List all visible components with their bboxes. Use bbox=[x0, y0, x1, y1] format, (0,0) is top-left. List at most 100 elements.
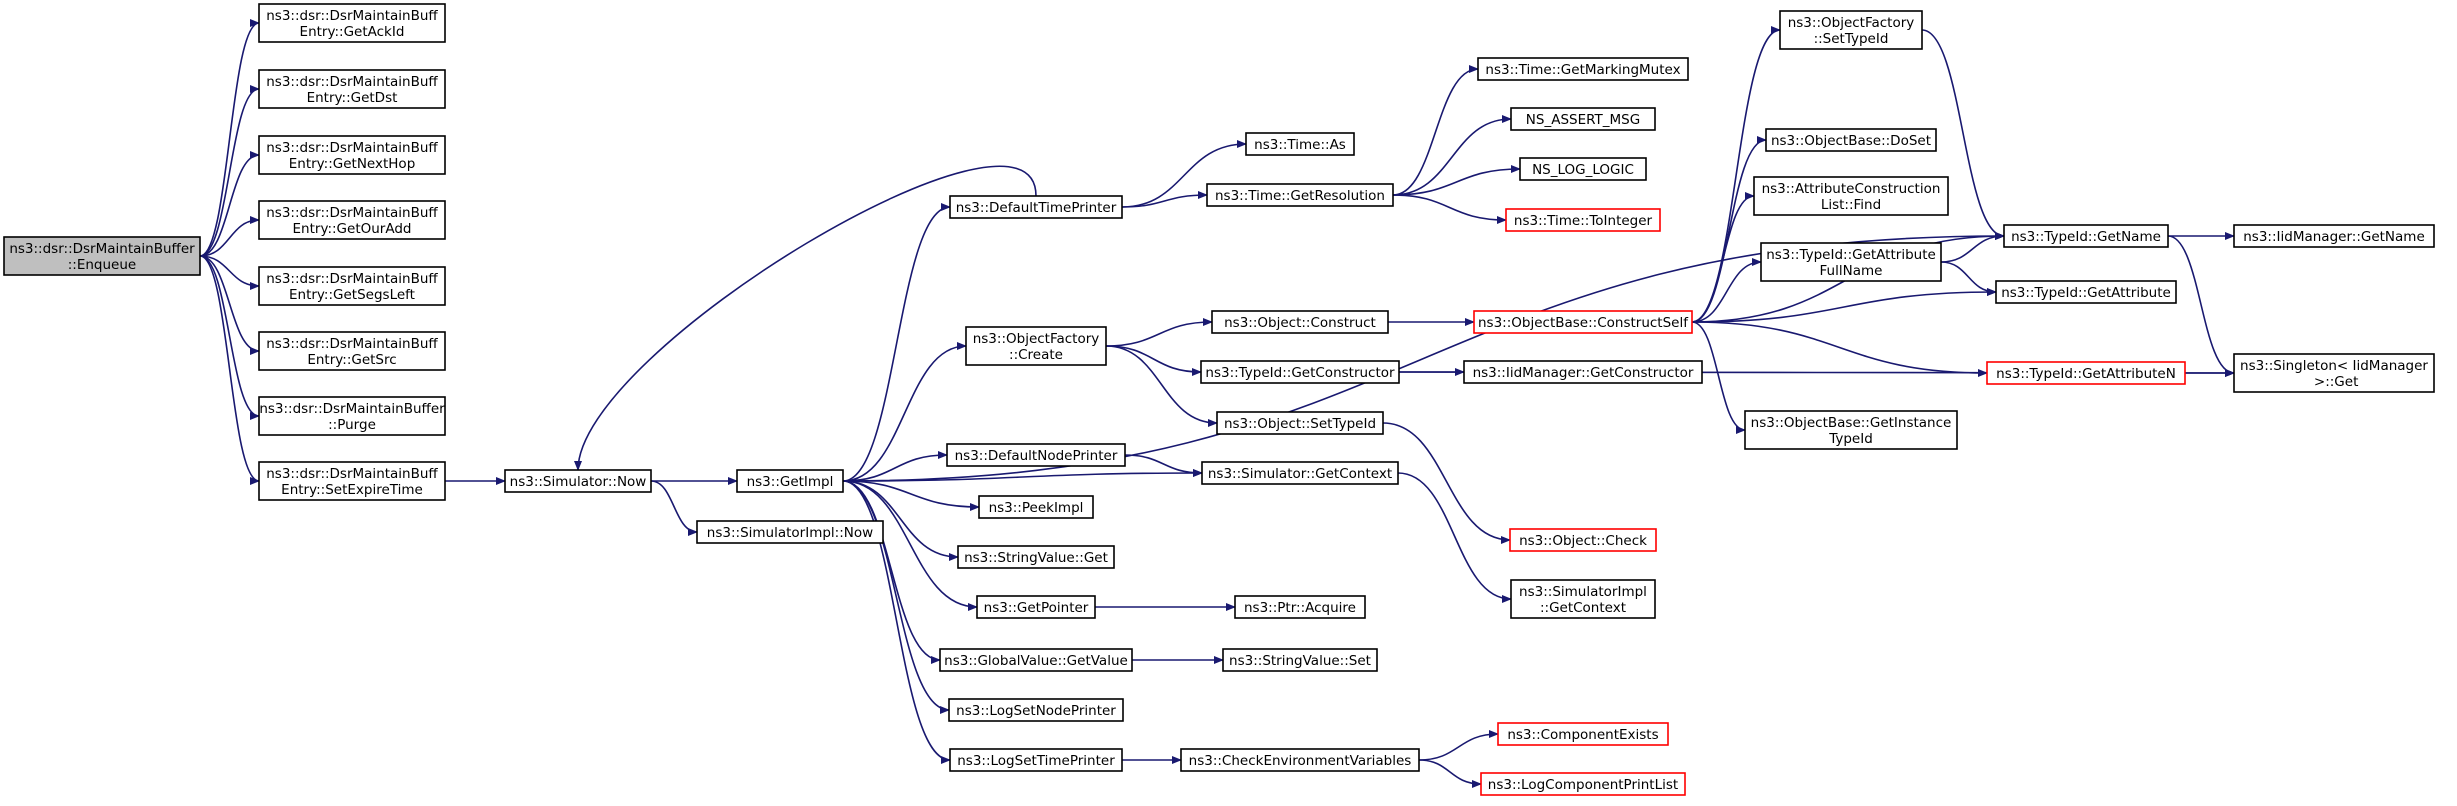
node-objectconstruct[interactable]: ns3::Object::Construct bbox=[1211, 310, 1389, 334]
edge-getimpl-to-defaultnodeprinter bbox=[842, 451, 948, 482]
edge-objectbaseconstructself-to-attrconstructionlistfind bbox=[1691, 192, 1755, 323]
node-stringvalueget[interactable]: ns3::StringValue::Get bbox=[957, 545, 1115, 569]
node-checkenvvars[interactable]: ns3::CheckEnvironmentVariables bbox=[1180, 748, 1420, 772]
node-box bbox=[736, 469, 844, 493]
edge-defaultnodeprinter-to-simgetcontext bbox=[1124, 454, 1203, 477]
edge-objectfactorycreate-to-objectconstruct bbox=[1105, 318, 1213, 347]
node-box bbox=[1995, 280, 2177, 304]
node-label: ns3::IidManager::GetName bbox=[2243, 229, 2425, 245]
node-label: FullName bbox=[1820, 263, 1883, 279]
node-simimplgetcontext[interactable]: ns3::SimulatorImpl::GetContext bbox=[1510, 579, 1656, 619]
node-box bbox=[3, 236, 201, 276]
edge-enqueue-to-getouradd bbox=[199, 216, 260, 257]
edge-simnow-to-simimplnow bbox=[650, 480, 698, 536]
node-label: ns3::Simulator::GetContext bbox=[1208, 466, 1392, 482]
node-getsegsleft[interactable]: ns3::dsr::DsrMaintainBuffEntry::GetSegsL… bbox=[258, 266, 446, 306]
node-getouradd[interactable]: ns3::dsr::DsrMaintainBuffEntry::GetOurAd… bbox=[258, 200, 446, 240]
node-typeidgetattributen[interactable]: ns3::TypeId::GetAttributeN bbox=[1986, 361, 2186, 385]
node-getmarkingmutex[interactable]: ns3::Time::GetMarkingMutex bbox=[1477, 57, 1689, 81]
node-label: ns3::LogComponentPrintList bbox=[1488, 777, 1678, 793]
node-defaulttimeprinter[interactable]: ns3::DefaultTimePrinter bbox=[949, 195, 1123, 219]
node-box bbox=[258, 331, 446, 371]
edge-getimpl-to-peekimpl bbox=[842, 480, 980, 511]
edge-enqueue-to-getnexthop bbox=[199, 151, 260, 257]
node-label: ns3::Object::Check bbox=[1519, 533, 1647, 549]
node-label: ::GetContext bbox=[1540, 600, 1626, 616]
node-iidmgrgetname[interactable]: ns3::IidManager::GetName bbox=[2233, 224, 2435, 248]
node-typeidgetconstructor[interactable]: ns3::TypeId::GetConstructor bbox=[1200, 360, 1400, 384]
edge-getimpl-to-logsetnodeprinter bbox=[842, 480, 950, 714]
edge-getimpl-to-getpointer bbox=[842, 480, 978, 611]
edge-enqueue-to-purge bbox=[199, 255, 260, 420]
node-box bbox=[258, 200, 446, 240]
node-simnow[interactable]: ns3::Simulator::Now bbox=[504, 469, 652, 493]
node-objectsettypeid[interactable]: ns3::Object::SetTypeId bbox=[1216, 411, 1384, 435]
edge-defaulttimeprinter-to-simnow bbox=[574, 165, 1037, 471]
node-objectfactorycreate[interactable]: ns3::ObjectFactory::Create bbox=[965, 326, 1107, 366]
node-getimpl[interactable]: ns3::GetImpl bbox=[736, 469, 844, 493]
node-logsettimeprinter[interactable]: ns3::LogSetTimePrinter bbox=[949, 748, 1123, 772]
node-setexpiretime[interactable]: ns3::dsr::DsrMaintainBuffEntry::SetExpir… bbox=[258, 461, 446, 501]
node-logsetnodeprinter[interactable]: ns3::LogSetNodePrinter bbox=[948, 698, 1124, 722]
node-label: ns3::LogSetTimePrinter bbox=[957, 753, 1115, 769]
edge-objectbaseconstructself-to-typeidgetattributefullname bbox=[1691, 258, 1762, 323]
node-globalvaluegetvalue[interactable]: ns3::GlobalValue::GetValue bbox=[939, 648, 1133, 672]
edge-objectfactorycreate-to-typeidgetconstructor bbox=[1105, 345, 1202, 376]
node-typeidgetattribute[interactable]: ns3::TypeId::GetAttribute bbox=[1995, 280, 2177, 304]
node-stringvalueset[interactable]: ns3::StringValue::Set bbox=[1222, 648, 1378, 672]
node-label: ns3::TypeId::GetAttribute bbox=[2001, 285, 2171, 301]
node-logcomponentprintlist[interactable]: ns3::LogComponentPrintList bbox=[1480, 772, 1686, 796]
node-label: ns3::DefaultTimePrinter bbox=[956, 200, 1117, 216]
node-simimplnow[interactable]: ns3::SimulatorImpl::Now bbox=[696, 520, 884, 544]
node-label: ns3::Singleton< IidManager bbox=[2240, 358, 2428, 374]
node-box bbox=[504, 469, 652, 493]
node-timeas[interactable]: ns3::Time::As bbox=[1245, 132, 1355, 156]
node-simgetcontext[interactable]: ns3::Simulator::GetContext bbox=[1201, 461, 1399, 485]
node-label: ns3::IidManager::GetConstructor bbox=[1473, 365, 1694, 381]
node-box bbox=[1200, 360, 1400, 384]
node-objectbasedoset[interactable]: ns3::ObjectBase::DoSet bbox=[1765, 128, 1937, 152]
node-box bbox=[978, 495, 1094, 519]
node-label: ns3::Ptr::Acquire bbox=[1244, 600, 1356, 616]
node-label: ::Enqueue bbox=[68, 257, 136, 273]
node-typeidgetname[interactable]: ns3::TypeId::GetName bbox=[2003, 224, 2169, 248]
node-objectfactorysettypeid[interactable]: ns3::ObjectFactory::SetTypeId bbox=[1779, 10, 1923, 50]
node-componentexists[interactable]: ns3::ComponentExists bbox=[1497, 722, 1669, 746]
node-purge[interactable]: ns3::dsr::DsrMaintainBuffer::Purge bbox=[258, 396, 446, 436]
node-nsassertmsg[interactable]: NS_ASSERT_MSG bbox=[1510, 107, 1656, 131]
node-box bbox=[2233, 224, 2435, 248]
node-label: ns3::PeekImpl bbox=[989, 500, 1084, 516]
node-nsloglogic[interactable]: NS_LOG_LOGIC bbox=[1519, 157, 1647, 181]
node-singletonget[interactable]: ns3::Singleton< IidManager >::Get bbox=[2233, 353, 2435, 393]
node-defaultnodeprinter[interactable]: ns3::DefaultNodePrinter bbox=[946, 443, 1126, 467]
node-iidmgrgetconstructor[interactable]: ns3::IidManager::GetConstructor bbox=[1463, 360, 1703, 384]
node-label: ns3::dsr::DsrMaintainBuffer bbox=[9, 241, 195, 257]
node-getpointer[interactable]: ns3::GetPointer bbox=[976, 595, 1096, 619]
edge-typeidgetname-to-singletonget bbox=[2167, 235, 2235, 377]
node-getnexthop[interactable]: ns3::dsr::DsrMaintainBuffEntry::GetNextH… bbox=[258, 135, 446, 175]
node-box bbox=[1510, 579, 1656, 619]
node-enqueue[interactable]: ns3::dsr::DsrMaintainBuffer::Enqueue bbox=[3, 236, 201, 276]
node-timetointeger[interactable]: ns3::Time::ToInteger bbox=[1505, 208, 1661, 232]
node-ptracquire[interactable]: ns3::Ptr::Acquire bbox=[1234, 595, 1366, 619]
node-label: Entry::GetSegsLeft bbox=[289, 287, 415, 303]
node-label: ns3::Time::As bbox=[1254, 137, 1346, 153]
node-label: ns3::ObjectFactory bbox=[1788, 15, 1915, 31]
node-label: ns3::StringValue::Set bbox=[1229, 653, 1371, 669]
edge-simgetcontext-to-simimplgetcontext bbox=[1397, 472, 1512, 603]
node-objectbaseconstructself[interactable]: ns3::ObjectBase::ConstructSelf bbox=[1473, 310, 1693, 334]
node-peekimpl[interactable]: ns3::PeekImpl bbox=[978, 495, 1094, 519]
node-label: Entry::GetOurAdd bbox=[293, 221, 412, 237]
node-label: ns3::ObjectFactory bbox=[973, 331, 1100, 347]
node-timegetresolution[interactable]: ns3::Time::GetResolution bbox=[1206, 183, 1394, 207]
edge-timegetresolution-to-nsassertmsg bbox=[1392, 115, 1512, 196]
node-label: ns3::Object::Construct bbox=[1224, 315, 1376, 331]
node-objectcheck[interactable]: ns3::Object::Check bbox=[1509, 528, 1657, 552]
edge-enqueue-to-getdst bbox=[199, 85, 260, 257]
